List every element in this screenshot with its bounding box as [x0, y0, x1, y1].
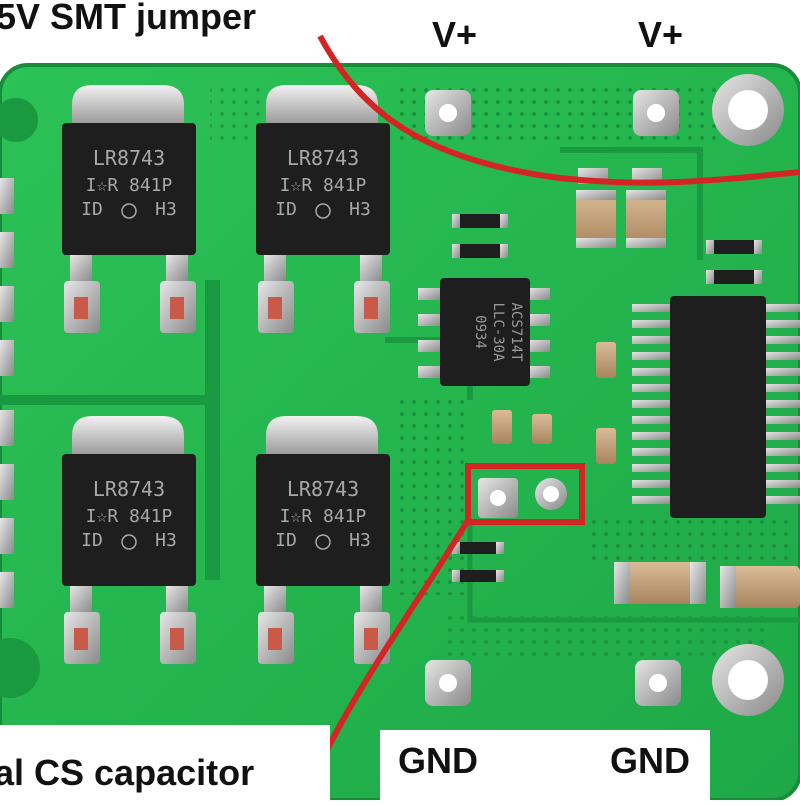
- mosfet-marking-1: LR8743: [287, 477, 359, 501]
- manufacturer-logo-icon: [315, 203, 331, 219]
- mosfet-marking-4: H3: [155, 199, 177, 220]
- vplus-left-label: V+: [432, 14, 478, 55]
- sensor-line-1: ACS714T: [508, 302, 524, 362]
- gnd-right-label: GND: [610, 740, 690, 781]
- manufacturer-logo-icon: [315, 534, 331, 550]
- jumper-label: 5V SMT jumper: [0, 0, 257, 37]
- mosfet-marking-4: H3: [349, 199, 371, 220]
- mosfet-marking-2: I☆R 841P: [280, 506, 367, 527]
- mosfet-marking-1: LR8743: [287, 146, 359, 170]
- mosfet-marking-3: ID: [275, 530, 297, 551]
- mounting-holes: [0, 74, 784, 716]
- mosfet-marking-4: H3: [349, 530, 371, 551]
- mosfet-marking-2: I☆R 841P: [280, 175, 367, 196]
- mosfet-marking-3: ID: [81, 199, 103, 220]
- vplus-right-label: V+: [638, 14, 684, 55]
- mosfet-marking-1: LR8743: [93, 146, 165, 170]
- gnd-left-label: GND: [398, 740, 478, 781]
- mosfet-marking-2: I☆R 841P: [86, 175, 173, 196]
- left-edge-pads: [0, 178, 14, 608]
- current-sensor-chip: ACS714T LLC-30A 0934: [418, 278, 550, 386]
- mosfet-marking-4: H3: [155, 530, 177, 551]
- mosfet-marking-3: ID: [275, 199, 297, 220]
- mosfet-marking-2: I☆R 841P: [86, 506, 173, 527]
- mosfet-marking-1: LR8743: [93, 477, 165, 501]
- manufacturer-logo-icon: [121, 534, 137, 550]
- sensor-line-2: LLC-30A: [490, 302, 506, 362]
- cs-callout-line: [315, 494, 471, 770]
- sensor-line-3: 0934: [472, 315, 488, 349]
- jumper-callout-line: [317, 34, 800, 186]
- mosfet-marking-3: ID: [81, 530, 103, 551]
- driver-ic: [632, 296, 800, 518]
- manufacturer-logo-icon: [121, 203, 137, 219]
- cs-capacitor-pads: [478, 478, 567, 518]
- smd-resistors: [452, 214, 762, 582]
- cs-capacitor-label: al CS capacitor: [0, 752, 255, 793]
